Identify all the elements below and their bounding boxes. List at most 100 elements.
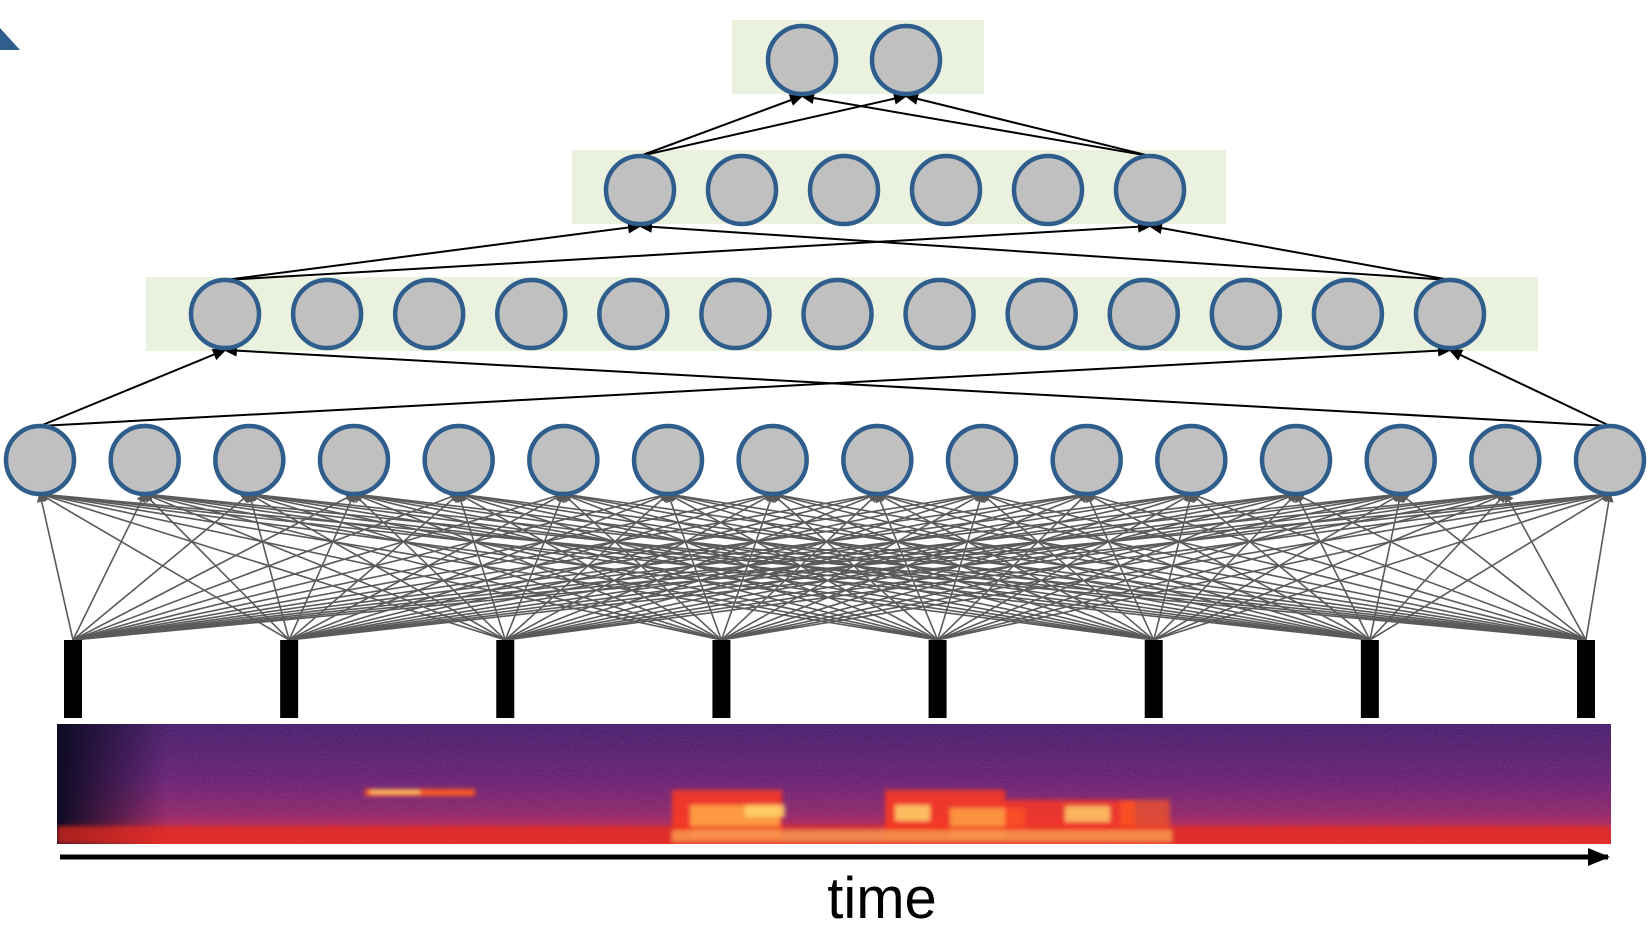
frame-bar — [64, 640, 82, 718]
time-axis-label: time — [827, 866, 937, 931]
node-layer-2 — [1311, 277, 1385, 351]
dense-edge — [505, 490, 1194, 641]
dense-edge — [720, 492, 879, 641]
dense-edge — [38, 492, 290, 641]
dense-edge — [666, 492, 723, 641]
dense-edge — [142, 492, 506, 641]
node-layer-3 — [1113, 153, 1187, 227]
dense-edge — [504, 493, 775, 641]
node-layer-1 — [527, 423, 600, 497]
node-layer-4 — [869, 23, 943, 97]
dense-edge — [288, 490, 1089, 641]
dense-edge — [721, 490, 1403, 641]
dense-edge — [937, 491, 1508, 641]
sparse-edge — [639, 94, 804, 157]
dense-edge — [352, 489, 1587, 641]
node-layer-1 — [422, 423, 495, 497]
node-layer-2 — [188, 277, 262, 351]
dense-edge — [1369, 492, 1612, 641]
dense-edge — [72, 491, 670, 641]
dense-edge — [38, 490, 722, 641]
dense-edge — [72, 490, 880, 641]
dense-edge — [38, 489, 1370, 641]
corner-triangle-icon — [0, 28, 20, 50]
dense-edge — [38, 491, 506, 641]
sparse-edge — [39, 349, 227, 427]
dense-edge — [875, 492, 939, 641]
dense-edge — [721, 493, 984, 641]
node-layer-1 — [213, 423, 286, 497]
dense-edge — [142, 489, 1587, 641]
sparse-edge — [224, 220, 1152, 281]
dense-edge — [1294, 493, 1587, 641]
sparse-edge — [39, 344, 1452, 427]
dense-edge — [456, 490, 1587, 641]
node-layer-2 — [290, 277, 364, 351]
node-layer-3 — [705, 153, 779, 227]
dense-edge — [721, 490, 1508, 641]
dense-edge — [143, 492, 290, 641]
dense-edge — [937, 491, 1403, 641]
node-layer-2 — [495, 277, 568, 351]
node-layer-2 — [699, 277, 772, 351]
dense-edge — [38, 490, 938, 641]
dense-edge — [771, 492, 939, 641]
frame-bar — [496, 640, 515, 718]
sparse-edge — [904, 93, 1151, 157]
node-layer-3 — [909, 153, 983, 227]
node-layer-1 — [1364, 423, 1437, 497]
node-layer-2 — [903, 277, 976, 351]
input-frames — [64, 640, 1595, 718]
dense-edge — [142, 491, 722, 641]
node-layer-1 — [108, 423, 181, 497]
dense-edge — [72, 490, 775, 641]
frame-bar — [712, 640, 731, 718]
dense-edge — [937, 490, 1612, 641]
sparse-edges — [39, 92, 1611, 427]
node-layer-1 — [1050, 423, 1123, 497]
node-layer-1 — [317, 423, 391, 497]
dense-edge — [721, 490, 1612, 641]
node-layer-1 — [1155, 423, 1228, 497]
dense-edge — [504, 492, 880, 641]
dense-edge — [1189, 492, 1587, 641]
network-nodes — [3, 23, 1647, 497]
dense-edge — [1399, 492, 1587, 641]
dense-edge — [1504, 492, 1587, 641]
node-layer-2 — [1209, 277, 1283, 351]
frame-bar — [1577, 640, 1595, 718]
node-layer-2 — [1107, 277, 1180, 351]
dense-edge — [288, 490, 984, 641]
frame-bar — [1360, 640, 1379, 718]
dense-edge — [36, 492, 74, 641]
dense-edge — [936, 492, 985, 641]
dense-edge — [72, 493, 356, 641]
spectrogram — [57, 724, 1611, 844]
dense-edge — [1153, 491, 1612, 641]
dense-edge — [72, 491, 566, 641]
dense-edge — [1084, 491, 1587, 641]
frame-bar — [928, 640, 947, 718]
dense-edges — [36, 489, 1614, 641]
frame-bar — [280, 640, 299, 718]
node-layer-3 — [603, 153, 677, 227]
dense-edge — [721, 491, 1194, 641]
dense-edge — [505, 490, 1298, 641]
dense-edge — [142, 490, 938, 641]
dense-edge — [721, 492, 1089, 641]
dense-edge — [561, 492, 722, 641]
sparse-edge — [800, 92, 1151, 157]
dense-edge — [72, 492, 461, 641]
dense-edge — [72, 490, 1089, 641]
dense-edge — [505, 490, 1508, 641]
node-layer-1 — [1573, 423, 1647, 497]
dense-edge — [505, 491, 984, 641]
dense-edge — [142, 490, 1154, 641]
dense-edge — [288, 493, 566, 641]
dense-edge — [505, 491, 1089, 641]
dense-edge — [288, 491, 775, 641]
dense-edge — [505, 490, 1403, 641]
node-layer-3 — [1011, 153, 1085, 227]
node-layer-2 — [392, 277, 466, 351]
